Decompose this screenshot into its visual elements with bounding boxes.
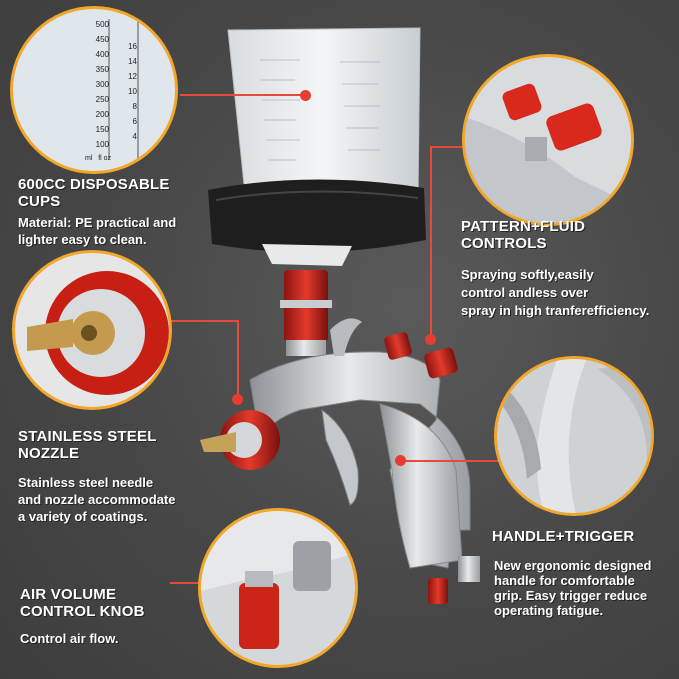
- heading-line: HANDLE+TRIGGER: [492, 528, 635, 545]
- pattern-fluid-controls-detail: [462, 54, 634, 226]
- connector-line: [400, 460, 500, 462]
- heading-line: STAINLESS STEEL: [18, 428, 157, 445]
- cup-scale-ml-column: 500 450 400 350 300 250 200 150 100: [81, 17, 109, 152]
- scale-label: 10: [128, 87, 137, 96]
- feature-heading-air-knob: AIR VOLUME CONTROL KNOB: [20, 586, 200, 620]
- nozzle-detail: [12, 250, 172, 410]
- feature-heading-cups: 600CC DISPOSABLE CUPS: [18, 176, 208, 210]
- body-line: Material: PE practical and: [18, 215, 177, 230]
- body-line: New ergonomic designed: [494, 558, 652, 573]
- scale-label: 250: [95, 95, 109, 104]
- cup-lid-ring: [208, 179, 426, 253]
- connector-dot: [300, 90, 311, 101]
- connector-line: [237, 320, 239, 398]
- cup-scale-graphic: [108, 19, 139, 159]
- knob-graphic: [201, 511, 355, 649]
- body-line: grip. Easy trigger reduce: [494, 588, 648, 603]
- body-line: Control air flow.: [20, 631, 119, 646]
- body-line: operating fatigue.: [494, 603, 604, 618]
- feature-body-handle: New ergonomic designed handle for comfor…: [494, 558, 674, 618]
- feature-body-air-knob: Control air flow.: [20, 630, 200, 647]
- heading-line: AIR VOLUME: [20, 586, 117, 603]
- knob-bottom: [428, 578, 448, 604]
- heading-line: CONTROL KNOB: [20, 603, 145, 620]
- connector-line: [430, 146, 432, 338]
- scale-label: 450: [95, 35, 109, 44]
- connector-dot: [395, 455, 406, 466]
- body-line: lighter easy to clean.: [18, 232, 147, 247]
- scale-label: 350: [95, 65, 109, 74]
- feature-heading-handle: HANDLE+TRIGGER: [492, 528, 672, 545]
- connector-dot: [425, 334, 436, 345]
- body-line: spray in high tranferefficiency.: [461, 303, 650, 318]
- gun-handle: [379, 403, 463, 569]
- scale-label: 100: [95, 140, 109, 149]
- connector-line: [180, 94, 305, 96]
- air-volume-knob-detail: [198, 508, 358, 668]
- handle-trigger-detail: [494, 356, 654, 516]
- scale-label: 14: [128, 57, 137, 66]
- heading-line: NOZZLE: [18, 445, 80, 462]
- body-line: control andless over: [461, 285, 589, 300]
- scale-label: 150: [95, 125, 109, 134]
- feature-body-controls: Spraying softly,easily control andless o…: [461, 266, 676, 320]
- handle-graphic: [497, 359, 651, 513]
- cup-scale-units: ml fl oz: [85, 155, 111, 162]
- heading-line: CONTROLS: [461, 235, 547, 252]
- nozzle-graphic: [27, 271, 169, 395]
- feature-heading-controls: PATTERN+FLUID CONTROLS: [461, 218, 671, 252]
- body-line: Spraying softly,easily: [461, 267, 594, 282]
- connector-line: [170, 582, 210, 584]
- paint-cup: [227, 27, 421, 205]
- heading-line: PATTERN+FLUID: [461, 218, 586, 235]
- scale-label: 300: [95, 80, 109, 89]
- connector-line: [168, 320, 238, 322]
- heading-line: CUPS: [18, 193, 61, 210]
- controls-graphic: [465, 83, 631, 223]
- body-line: and nozzle accommodate: [18, 492, 176, 507]
- connector-line: [430, 146, 466, 148]
- knob-top-2: [424, 347, 458, 379]
- scale-label: 200: [95, 110, 109, 119]
- gun-trigger: [321, 408, 359, 506]
- heading-line: 600CC DISPOSABLE: [18, 176, 170, 193]
- gun-hook: [330, 318, 362, 356]
- scale-label: 400: [95, 50, 109, 59]
- cup-scale-detail: 500 450 400 350 300 250 200 150 100 16 1…: [10, 6, 178, 174]
- scale-label: 12: [128, 72, 137, 81]
- scale-label: 6: [132, 117, 137, 126]
- unit-ml: ml: [85, 155, 93, 162]
- scale-label: 8: [132, 102, 137, 111]
- cup-scale-oz-column: 16 14 12 10 8 6 4: [113, 39, 137, 144]
- scale-label: 16: [128, 42, 137, 51]
- body-line: Stainless steel needle: [18, 475, 154, 490]
- body-line: a variety of coatings.: [18, 509, 148, 524]
- connector-dot: [232, 394, 243, 405]
- feature-body-cups: Material: PE practical and lighter easy …: [18, 214, 218, 248]
- unit-floz: fl oz: [98, 155, 112, 162]
- scale-label: 500: [95, 20, 109, 29]
- feature-body-nozzle: Stainless steel needle and nozzle accomm…: [18, 474, 218, 525]
- body-line: handle for comfortable: [494, 573, 635, 588]
- knob-top-1: [384, 332, 412, 360]
- scale-label: 4: [132, 132, 137, 141]
- feature-heading-nozzle: STAINLESS STEEL NOZZLE: [18, 428, 208, 462]
